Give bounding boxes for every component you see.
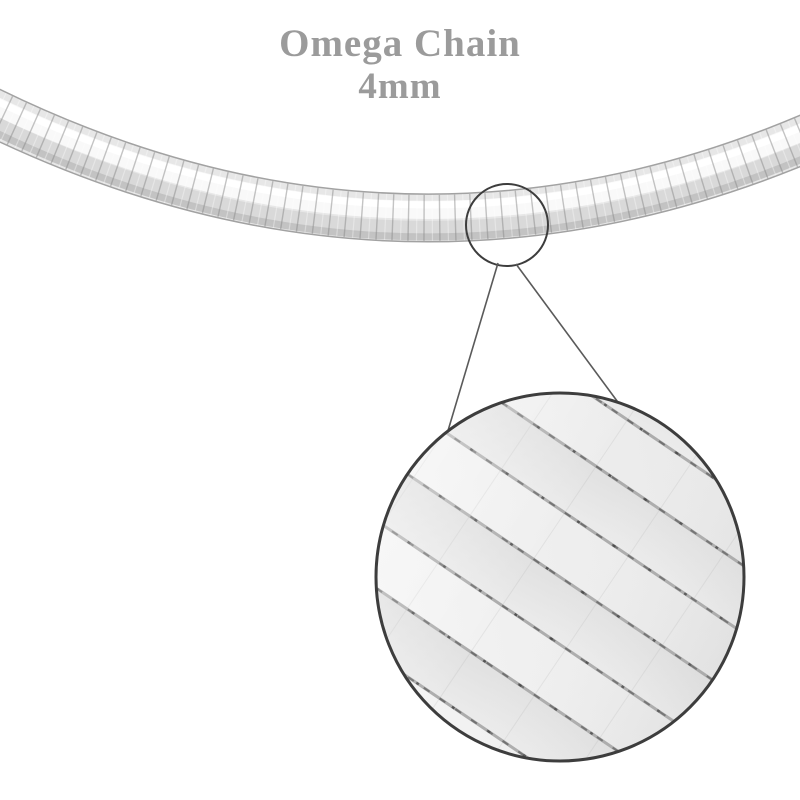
magnified-chain-view	[376, 393, 744, 761]
inset-border-circle	[374, 391, 746, 763]
inset-lighting-overlay	[376, 393, 744, 761]
magnified-inset	[374, 391, 746, 763]
magnified-chain-segments	[376, 393, 744, 761]
chain-shading	[0, 97, 800, 241]
leader-line-left	[446, 262, 499, 435]
callout-leader-lines	[446, 262, 621, 435]
product-title-line2: 4mm	[358, 66, 442, 107]
callout-source-circle	[465, 183, 549, 267]
product-title: Omega Chain 4mm	[0, 24, 800, 105]
necklace-chain	[0, 88, 800, 243]
product-title-line1: Omega Chain	[279, 22, 521, 65]
leader-line-right	[515, 263, 621, 406]
